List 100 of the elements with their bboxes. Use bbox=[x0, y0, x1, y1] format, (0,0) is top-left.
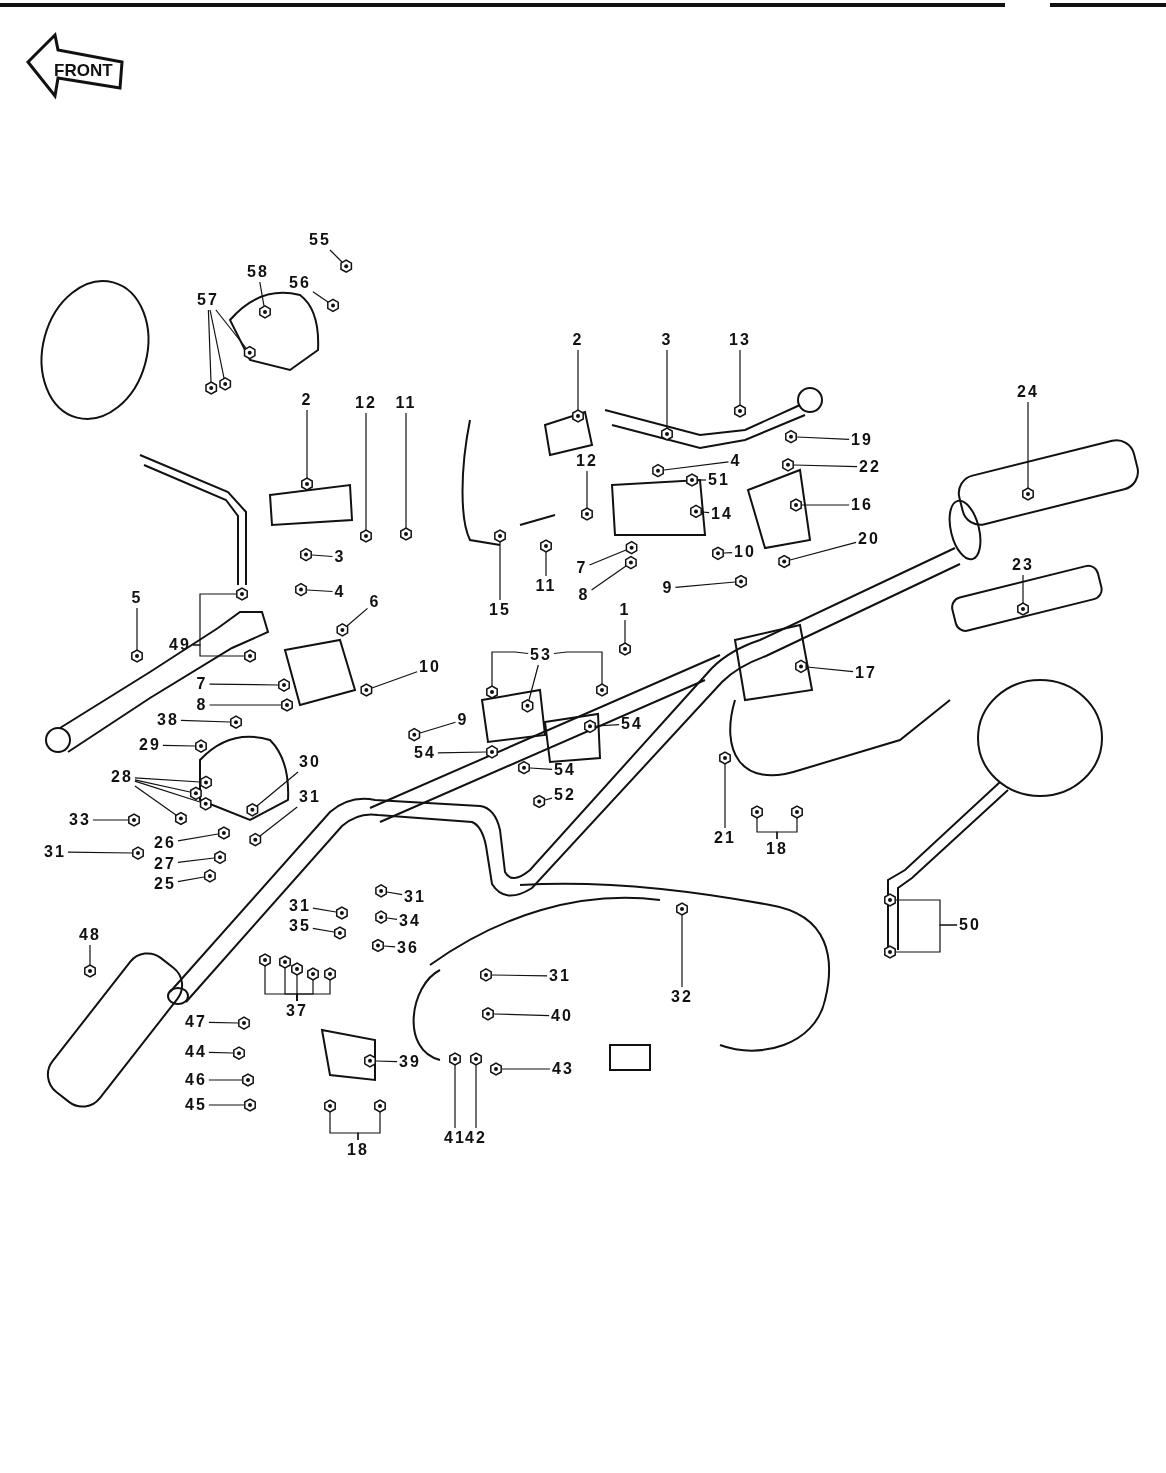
part-icon bbox=[301, 477, 313, 491]
part-icon bbox=[619, 642, 631, 656]
leader-line bbox=[357, 1111, 381, 1141]
callout-number: 25 bbox=[154, 875, 176, 893]
callout-number: 17 bbox=[855, 664, 877, 682]
part-icon bbox=[791, 805, 803, 819]
callout-number: 47 bbox=[185, 1013, 207, 1031]
leader-line bbox=[588, 549, 627, 566]
part-icon bbox=[400, 527, 412, 541]
callout-number: 56 bbox=[289, 274, 311, 292]
callout-number: 35 bbox=[289, 917, 311, 935]
leader-line bbox=[177, 857, 215, 863]
part-icon bbox=[195, 739, 207, 753]
callout-number: 31 bbox=[404, 888, 426, 906]
callout-number: 9 bbox=[457, 711, 469, 729]
part-icon bbox=[333, 926, 346, 940]
callout-number: 40 bbox=[551, 1007, 573, 1025]
part-icon bbox=[259, 953, 271, 967]
leader-line bbox=[701, 511, 710, 514]
leader-line bbox=[419, 721, 457, 734]
part-icon bbox=[243, 345, 256, 360]
part-icon bbox=[200, 775, 212, 790]
leader-line bbox=[312, 291, 329, 303]
leader-line bbox=[177, 876, 205, 883]
leader-line bbox=[208, 1021, 239, 1024]
part-icon bbox=[230, 715, 242, 730]
callout-number: 33 bbox=[69, 811, 91, 829]
callout-number: 45 bbox=[185, 1096, 207, 1114]
part-icon bbox=[494, 529, 506, 543]
part-icon bbox=[278, 678, 290, 692]
part-icon bbox=[128, 813, 140, 827]
leader-line bbox=[493, 1013, 550, 1017]
callout-number: 8 bbox=[578, 586, 590, 604]
leader-line bbox=[806, 666, 854, 673]
leader-line bbox=[739, 349, 741, 406]
callout-number: 31 bbox=[299, 788, 321, 806]
leader-line bbox=[491, 651, 529, 687]
callout-number: 30 bbox=[299, 753, 321, 771]
part-icon bbox=[482, 1006, 494, 1021]
part-icon bbox=[686, 473, 698, 487]
part-icon bbox=[712, 546, 724, 561]
part-icon bbox=[795, 659, 807, 674]
part-icon bbox=[652, 463, 664, 478]
leader-line bbox=[177, 833, 219, 842]
leader-line bbox=[724, 763, 726, 829]
leader-line bbox=[92, 819, 129, 821]
part-icon bbox=[372, 938, 384, 953]
part-icon bbox=[572, 409, 584, 423]
part-icon bbox=[174, 811, 187, 826]
leader-line bbox=[192, 644, 245, 657]
part-icon bbox=[281, 698, 293, 712]
leader-line bbox=[134, 777, 201, 783]
leader-line bbox=[208, 683, 279, 686]
part-icon bbox=[324, 967, 336, 981]
part-icon bbox=[360, 683, 373, 697]
leader-line bbox=[296, 979, 331, 1002]
callout-number: 6 bbox=[369, 593, 381, 611]
part-icon bbox=[751, 805, 763, 819]
callout-number: 11 bbox=[395, 394, 417, 412]
callout-number: 55 bbox=[309, 231, 331, 249]
part-icon bbox=[203, 869, 216, 883]
leader-line bbox=[491, 974, 548, 977]
callout-number: 10 bbox=[734, 543, 756, 561]
part-icon bbox=[540, 539, 552, 553]
callout-number: 10 bbox=[419, 658, 441, 676]
part-icon bbox=[480, 968, 492, 982]
part-icon bbox=[625, 540, 638, 555]
leader-line bbox=[208, 1051, 234, 1054]
leader-line bbox=[895, 924, 958, 953]
callout-number: 15 bbox=[489, 601, 511, 619]
callout-number: 14 bbox=[711, 505, 733, 523]
callout-number: 37 bbox=[286, 1002, 308, 1020]
leader-line bbox=[1022, 574, 1024, 604]
part-icon bbox=[584, 719, 596, 734]
callout-number: 44 bbox=[185, 1043, 207, 1061]
leader-line bbox=[454, 1064, 456, 1129]
part-icon bbox=[884, 945, 896, 959]
leader-line bbox=[134, 780, 201, 803]
part-icon bbox=[205, 381, 218, 395]
part-icon bbox=[336, 623, 349, 637]
direction-label: FRONT bbox=[54, 61, 113, 81]
callout-number: 42 bbox=[465, 1129, 487, 1147]
callout-number: 49 bbox=[169, 636, 191, 654]
part-icon bbox=[249, 832, 262, 847]
callout-number: 38 bbox=[157, 711, 179, 729]
part-icon bbox=[884, 893, 896, 907]
callout-number: 41 bbox=[444, 1129, 466, 1147]
part-icon bbox=[291, 962, 303, 976]
part-icon bbox=[486, 745, 498, 759]
leader-line bbox=[162, 744, 196, 747]
callout-number: 5 bbox=[131, 589, 143, 607]
leader-line bbox=[1027, 401, 1029, 489]
part-icon bbox=[375, 910, 387, 925]
leader-line bbox=[365, 412, 367, 531]
callout-number: 12 bbox=[355, 394, 377, 412]
part-icon bbox=[790, 498, 802, 512]
leader-line bbox=[793, 464, 858, 468]
callout-number: 54 bbox=[554, 761, 576, 779]
leader-line bbox=[663, 461, 730, 471]
leader-line bbox=[553, 651, 603, 685]
